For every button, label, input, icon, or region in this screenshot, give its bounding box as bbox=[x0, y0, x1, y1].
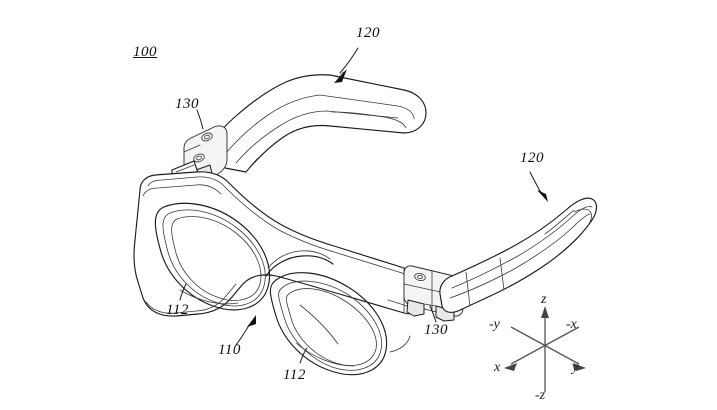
coordinate-axes-graphic bbox=[504, 306, 586, 392]
figure-number-label: 100 bbox=[133, 44, 157, 60]
label-rim-left: 112 bbox=[166, 302, 189, 318]
left-temple-arm bbox=[205, 74, 427, 173]
right-temple-arm bbox=[439, 197, 598, 313]
axis-label-x-positive: x bbox=[494, 360, 501, 375]
axis-label-x-negative: -x bbox=[566, 317, 577, 332]
right-lens-rim bbox=[269, 272, 388, 376]
label-hinge-left: 130 bbox=[175, 96, 199, 112]
label-temple-right: 120 bbox=[520, 150, 544, 166]
label-frame: 110 bbox=[218, 342, 241, 358]
axis-label-z-positive: z bbox=[541, 292, 547, 307]
axis-label-y-positive: y bbox=[572, 360, 579, 375]
left-lens-rim bbox=[154, 202, 270, 311]
eyeglass-frame bbox=[133, 171, 427, 376]
label-hinge-right: 130 bbox=[424, 322, 448, 338]
leader-lines bbox=[179, 47, 548, 364]
label-temple-left: 120 bbox=[356, 25, 380, 41]
axis-label-y-negative: -y bbox=[489, 317, 500, 332]
axis-label-z-negative: -z bbox=[535, 388, 546, 403]
label-rim-right: 112 bbox=[283, 367, 306, 383]
